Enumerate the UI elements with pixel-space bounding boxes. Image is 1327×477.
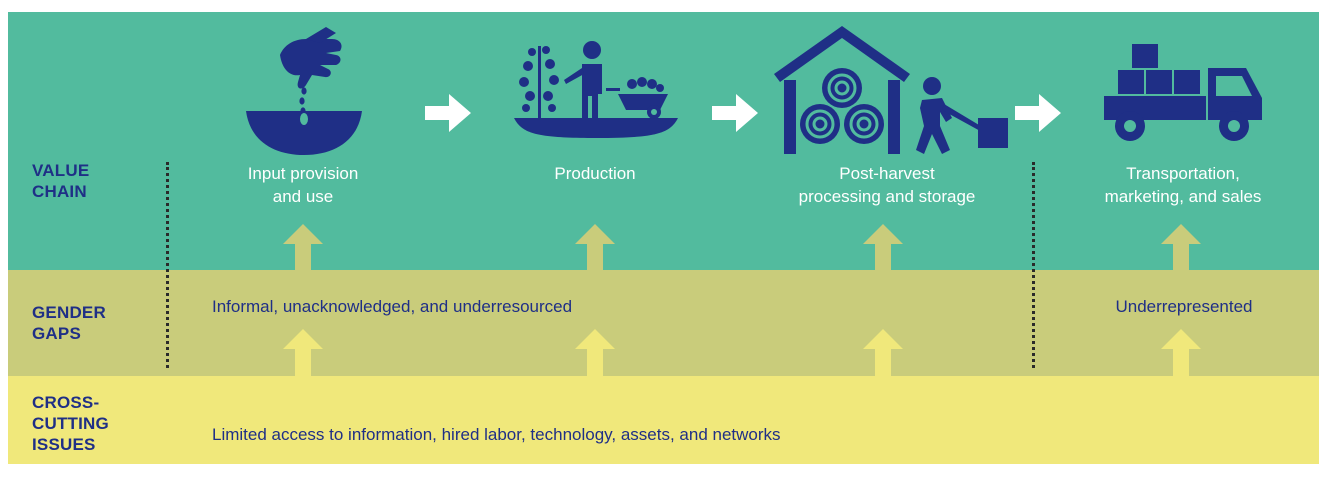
up-arrow-upper-1	[283, 224, 323, 272]
gender-gaps-band	[8, 270, 1319, 376]
stage-label-post-harvest: Post-harvest processing and storage	[798, 164, 976, 206]
stage-label-input: Input provision and use	[247, 164, 359, 206]
up-arrow-lower-4	[1161, 329, 1201, 377]
storage-shed-icon	[774, 26, 1008, 154]
farmer-tree-wheelbarrow-icon	[514, 41, 678, 138]
gender-gap-informal: Informal, unacknowledged, and underresou…	[212, 297, 573, 316]
flow-arrow-2	[712, 94, 758, 132]
up-arrow-lower-1	[283, 329, 323, 377]
up-arrow-lower-3	[863, 329, 903, 377]
flow-arrow-3	[1015, 94, 1061, 132]
delivery-truck-icon	[1104, 44, 1262, 141]
up-arrow-lower-2	[575, 329, 615, 377]
stage-label-transportation: Transportation, marketing, and sales	[1104, 164, 1262, 206]
hand-seed-icon	[246, 27, 362, 155]
gender-gap-underrepresented: Underrepresented	[1115, 297, 1253, 316]
up-arrow-upper-2	[575, 224, 615, 272]
row-label-gender-gaps: GENDER GAPS	[32, 303, 106, 343]
row-label-value-chain: VALUE CHAIN	[32, 161, 90, 201]
separator-line-left	[166, 162, 169, 368]
separator-line-right	[1032, 162, 1035, 368]
row-label-cross-cutting: CROSS- CUTTING ISSUES	[32, 393, 109, 454]
cross-cutting-text: Limited access to information, hired lab…	[212, 425, 781, 444]
value-chain-band	[8, 12, 1319, 270]
flow-arrow-1	[425, 94, 471, 132]
cross-cutting-band	[8, 376, 1319, 464]
stage-label-production: Production	[554, 164, 636, 183]
up-arrow-upper-3	[863, 224, 903, 272]
up-arrow-upper-4	[1161, 224, 1201, 272]
